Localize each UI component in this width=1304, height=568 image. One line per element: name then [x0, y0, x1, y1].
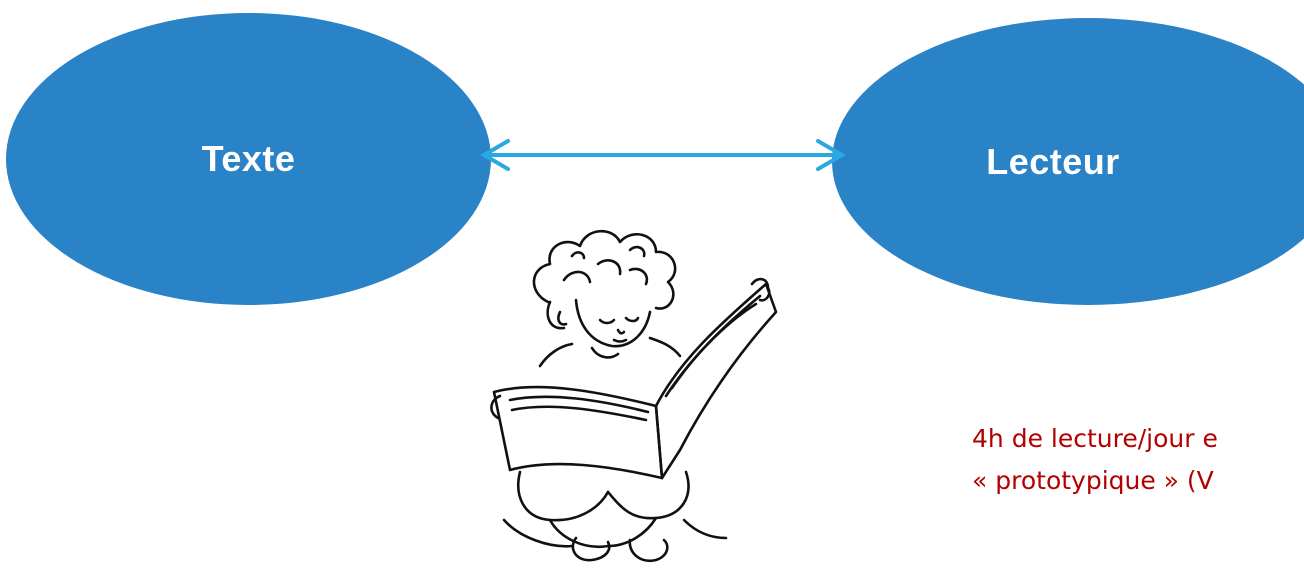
node-lecteur: Lecteur — [832, 18, 1304, 305]
note-line-2: « prototypique » (V — [972, 466, 1214, 495]
node-texte: Texte — [6, 13, 491, 305]
node-texte-label: Texte — [201, 138, 296, 179]
child-reading-book-icon — [490, 229, 778, 563]
node-lecteur-label: Lecteur — [986, 140, 1120, 182]
note-line-1: 4h de lecture/jour e — [972, 424, 1218, 453]
